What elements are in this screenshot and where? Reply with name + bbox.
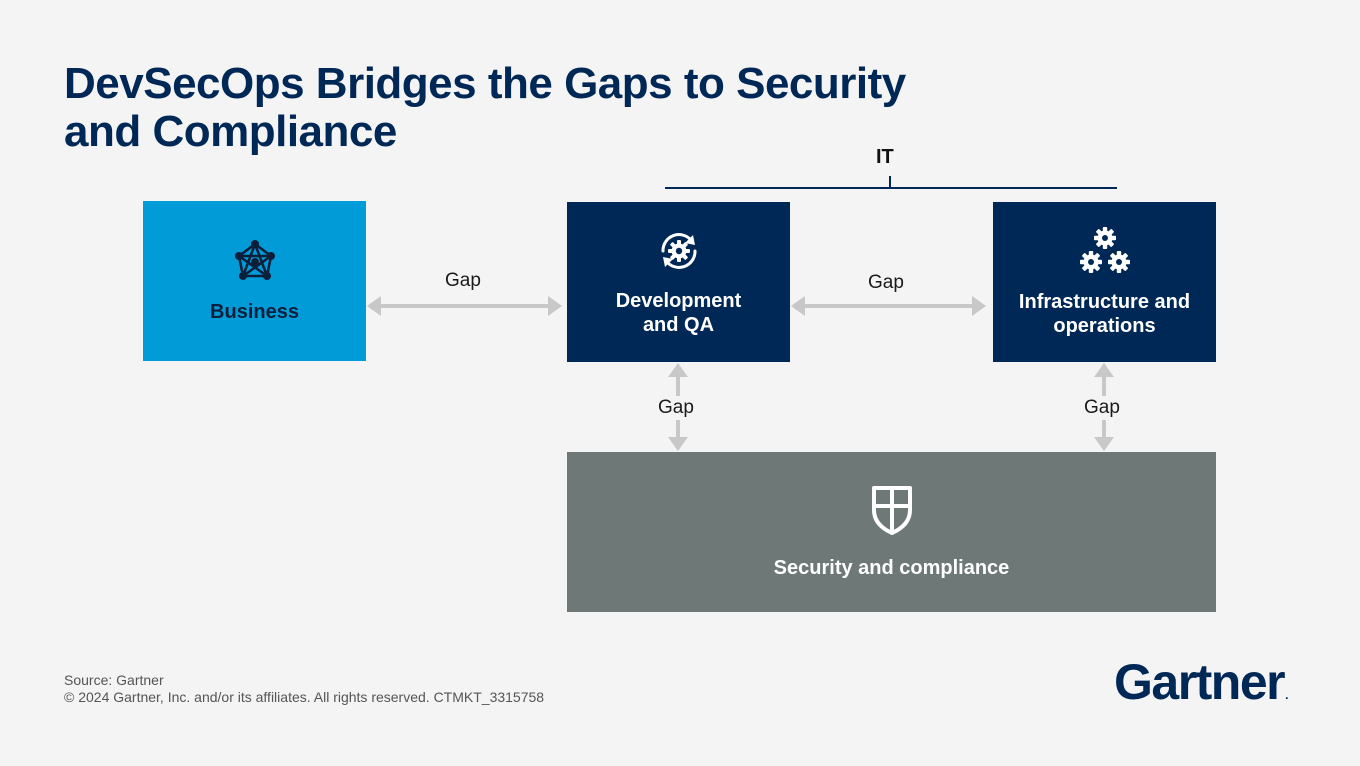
infra-ops-label-line-1: Infrastructure and: [1018, 291, 1191, 313]
dev-qa-label-line-1: Development: [615, 290, 742, 312]
security-label: Security and compliance: [773, 557, 1010, 579]
business-box: Business: [143, 201, 366, 361]
infra-ops-label-line-2: operations: [1053, 315, 1156, 337]
gap-label-dev-security: Gap: [654, 396, 698, 420]
it-group-label: IT: [876, 146, 894, 168]
business-label: Business: [210, 301, 299, 323]
dev-qa-box: Development and QA: [567, 202, 790, 362]
dev-qa-label-line-2: and QA: [642, 314, 715, 336]
gap-label-infra-security: Gap: [1080, 396, 1124, 420]
gap-label-business-dev: Gap: [441, 269, 485, 293]
footer: Source: Gartner © 2024 Gartner, Inc. and…: [64, 672, 544, 706]
security-box: Security and compliance: [567, 452, 1216, 612]
gears-icon: [1079, 227, 1130, 273]
title-line-1: DevSecOps Bridges the Gaps to Security: [64, 59, 906, 108]
it-bracket: [665, 176, 1117, 189]
source-note: Source: Gartner: [64, 672, 164, 688]
gap-label-dev-infra: Gap: [864, 271, 908, 295]
gap-arrow-business-dev: [367, 296, 562, 316]
page-title: DevSecOps Bridges the Gaps to Security a…: [64, 60, 964, 156]
gartner-logo: Gartner.: [1114, 652, 1288, 725]
gear-cycle-icon: [660, 233, 697, 269]
gartner-logo-text: Gartner: [1114, 654, 1286, 710]
infra-ops-box: Infrastructure and operations: [993, 202, 1216, 362]
gartner-logo-mark: .: [1285, 688, 1289, 702]
title-line-2: and Compliance: [64, 107, 397, 156]
shield-icon: [871, 486, 912, 535]
copyright-note: © 2024 Gartner, Inc. and/or its affiliat…: [64, 689, 545, 705]
network-icon: [234, 240, 275, 280]
gap-arrow-dev-infra: [791, 296, 986, 316]
